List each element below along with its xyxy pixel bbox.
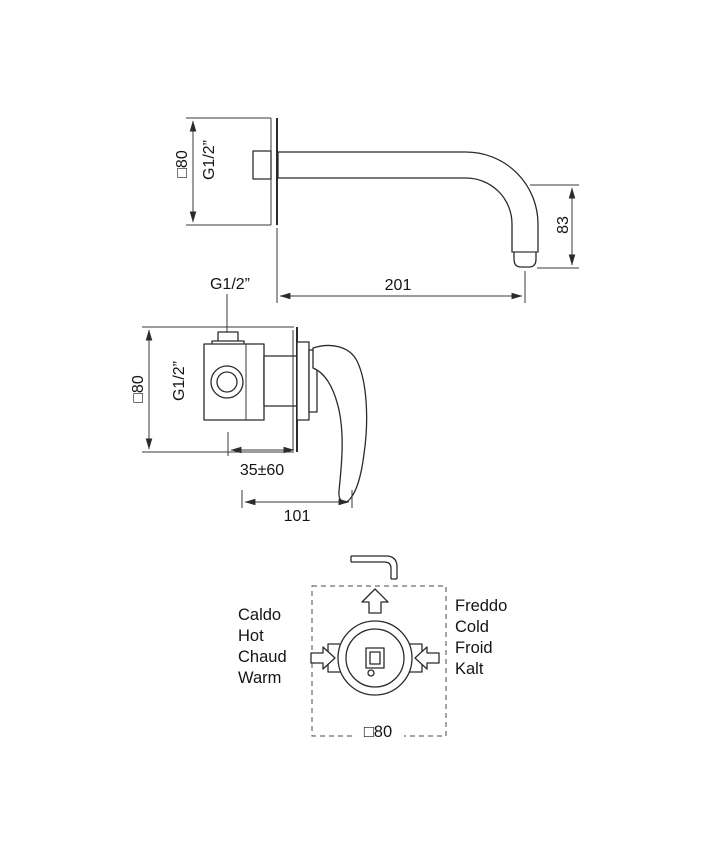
hot-label-french: Chaud [238,648,287,666]
dim-label-depth-range: 35±60 [240,462,284,479]
label-background [352,722,404,740]
spout-aerator-tip [513,252,537,268]
hot-label-english: Hot [238,627,264,645]
hot-label-italian: Caldo [238,606,281,624]
dim-label-thread-side: G1/2” [171,361,188,401]
side-inlet-port-circle [210,365,244,399]
dim-label-thread-top: G1/2” [210,276,250,293]
hot-label-german: Warm [238,669,281,687]
cold-label-german: Kalt [455,660,484,678]
spout-side-view: □80 G1/2” 83 201 [174,117,579,303]
cartridge-stem [365,647,385,669]
dim-label-plate-size: □80 [130,375,147,403]
cartridge-screw [367,669,375,677]
spout-outline [277,151,539,253]
cold-label-italian: Freddo [455,597,507,615]
side-inlet-port-inner-circle [216,371,238,393]
hot-inlet-arrow [310,646,336,670]
dim-label-plate-size: □80 [364,723,392,741]
cartridge-stem-inner [369,651,381,665]
dim-label-total-width: 101 [284,508,311,525]
valve-side-view: G1/2” □80 G1/2” 35±60 101 [130,276,368,525]
cold-inlet-arrow [414,646,440,670]
front-schematic-view: Caldo Hot Chaud Warm Freddo Cold Froid K… [238,555,507,741]
dim-label-spout-height: 83 [555,216,572,234]
dim-label-thread: G1/2” [201,140,218,180]
spout-symbol-inner [351,561,392,579]
cold-label-english: Cold [455,618,489,636]
outlet-flow-up-arrow [361,588,389,614]
escutcheon [296,341,310,421]
valve-neck [263,355,298,407]
dim-label-plate-size: □80 [174,150,191,178]
cold-label-french: Froid [455,639,493,657]
inlet-nipple [252,150,272,180]
dim-label-spout-length: 201 [385,277,412,294]
mixer-body-inner-circle [345,628,405,688]
lever-handle [312,344,368,503]
spout-symbol-outer [351,555,398,579]
